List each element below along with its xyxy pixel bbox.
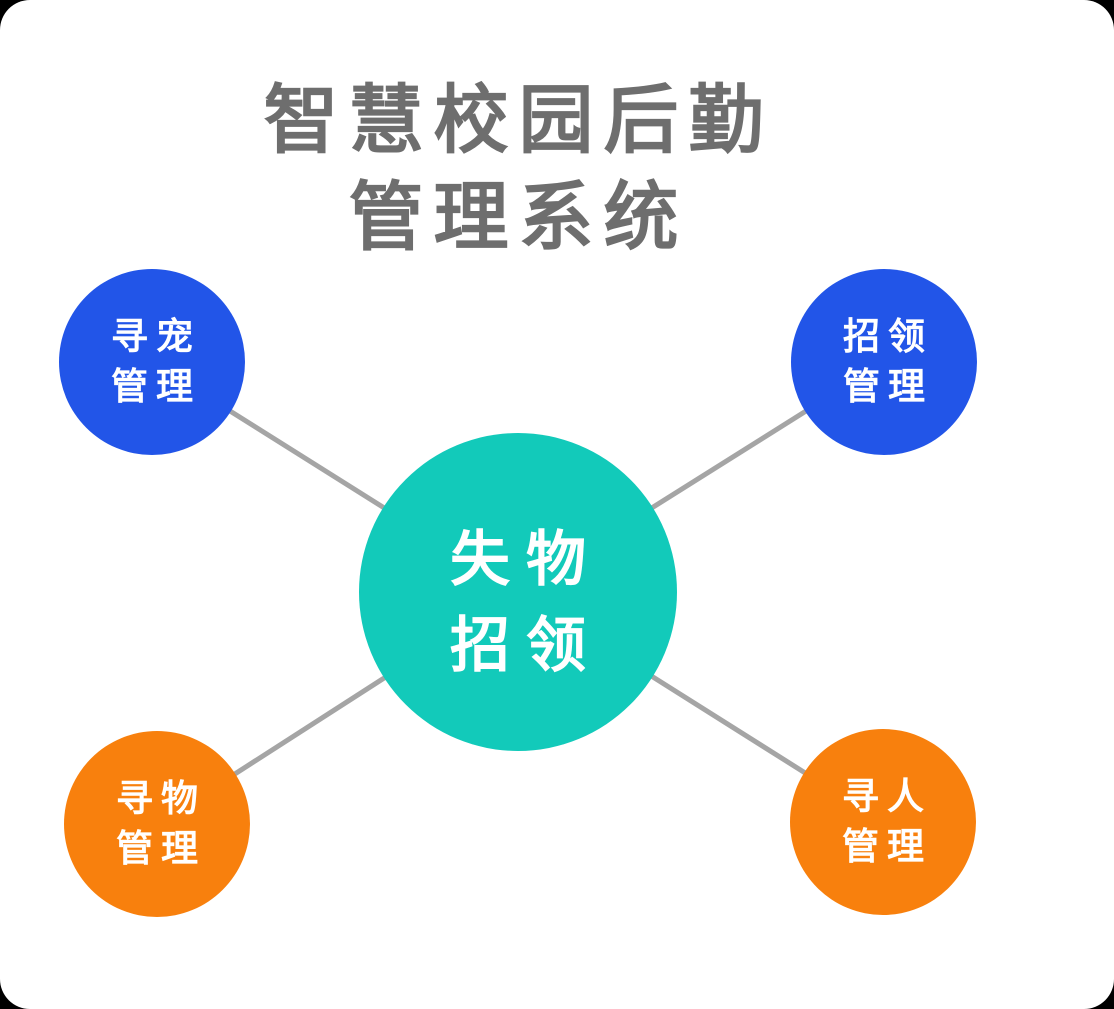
node-label-line-1: 招领	[843, 316, 933, 357]
node-label-line-1: 寻宠	[111, 316, 201, 357]
node-item-management: 寻物 管理	[64, 731, 250, 917]
node-label-line-2: 招领	[450, 612, 602, 679]
node-label-line-2: 管理	[111, 366, 201, 407]
node-label-line-1: 寻人	[842, 776, 932, 817]
node-label-line-2: 管理	[843, 366, 933, 407]
node-person-management: 寻人 管理	[790, 729, 976, 915]
node-label-line-1: 失物	[450, 526, 602, 593]
title-line-1: 智慧校园后勤	[263, 78, 774, 162]
node-claim-management: 招领 管理	[791, 269, 977, 455]
node-label-line-2: 管理	[116, 828, 206, 869]
node-lost-and-found: 失物 招领	[359, 433, 677, 751]
title-line-2: 管理系统	[348, 175, 689, 259]
node-label-line-1: 寻物	[116, 778, 206, 819]
node-label-line-2: 管理	[842, 826, 932, 867]
node-pet-management: 寻宠 管理	[59, 269, 245, 455]
diagram-title: 智慧校园后勤 管理系统	[0, 72, 1027, 266]
